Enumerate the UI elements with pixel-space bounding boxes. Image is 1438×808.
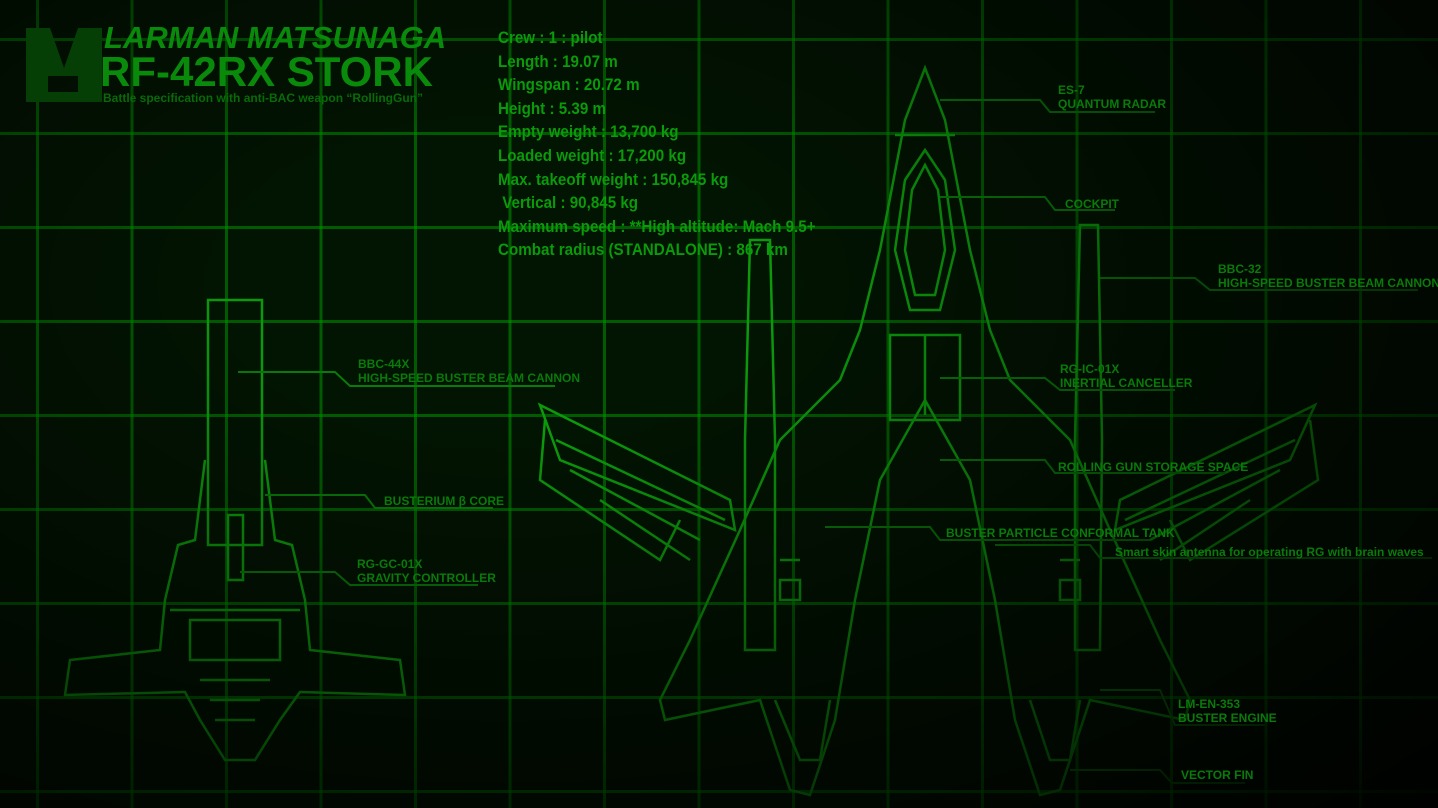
label-smart-skin-antenna: Smart skin antenna for operating RG with…	[1115, 545, 1424, 559]
spec-empty-weight: Empty weight : 13,700 kg	[498, 123, 679, 142]
label-conformal-tank: BUSTER PARTICLE CONFORMAL TANK	[946, 526, 1175, 540]
spec-combat-radius: Combat radius (STANDALONE) : 867 km	[498, 241, 788, 260]
label-busterium-core: BUSTERIUM β CORE	[384, 494, 504, 508]
brand-name: LARMAN MATSUNAGA	[104, 20, 447, 55]
spec-height: Height : 5.39 m	[498, 99, 606, 118]
lm-logo	[26, 28, 102, 102]
spec-loaded-weight: Loaded weight : 17,200 kg	[498, 146, 687, 165]
label-cockpit: COCKPIT	[1065, 197, 1119, 211]
label-vector-fin: VECTOR FIN	[1181, 768, 1254, 782]
page-title: RF-42RX STORK	[100, 48, 433, 95]
spec-list: Crew : 1 : pilot Length : 19.07 m Wingsp…	[498, 27, 816, 263]
spec-max-takeoff: Max. takeoff weight : 150,845 kg	[498, 170, 729, 189]
spec-vertical: Vertical : 90,845 kg	[498, 194, 639, 213]
spec-crew: Crew : 1 : pilot	[498, 29, 603, 47]
spec-max-speed: Maximum speed : **High altitude: Mach 9.…	[498, 217, 816, 236]
subtitle: Battle specification with anti-BAC weapo…	[103, 91, 424, 105]
label-rolling-gun-storage: ROLLING GUN STORAGE SPACE	[1058, 460, 1249, 474]
spec-length: Length : 19.07 m	[498, 52, 618, 71]
spec-wingspan: Wingspan : 20.72 m	[498, 76, 640, 95]
